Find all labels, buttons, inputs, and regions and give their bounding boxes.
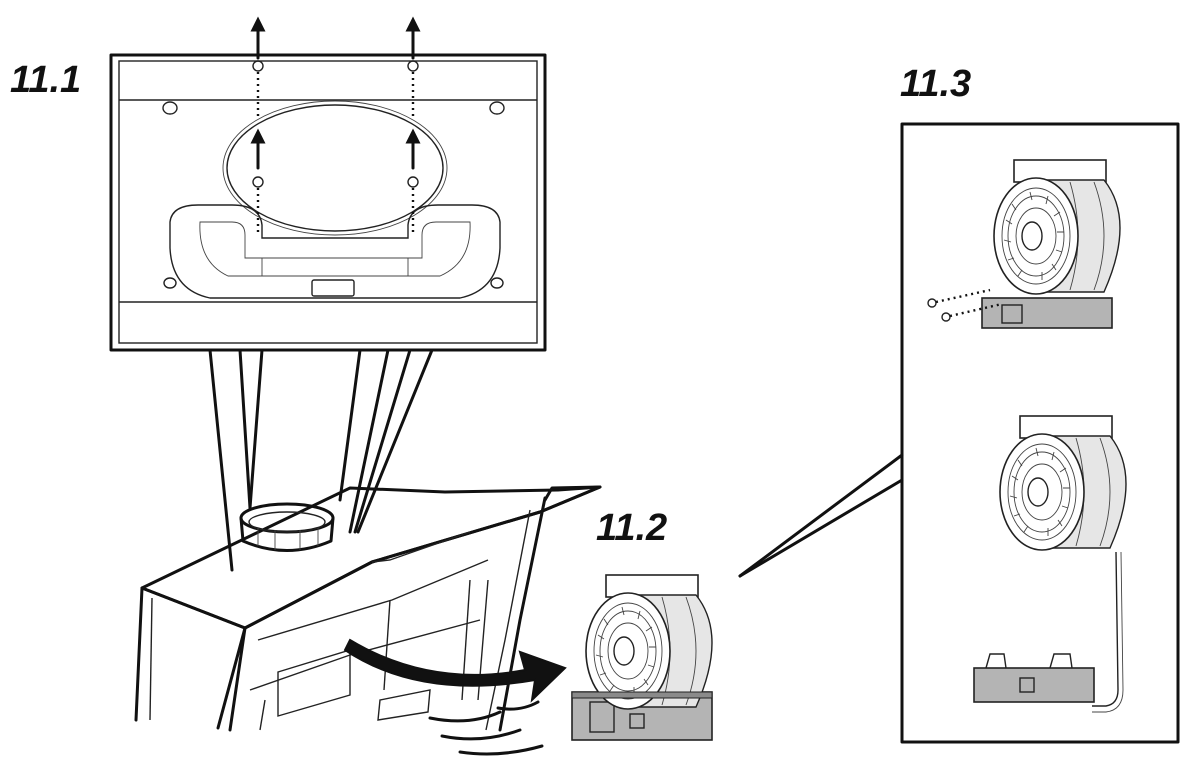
step-3-figure bbox=[738, 122, 1180, 744]
removal-arrow bbox=[343, 638, 567, 703]
screws bbox=[252, 60, 419, 232]
step-1-figure bbox=[109, 16, 547, 572]
step-label-11-3: 11.3 bbox=[900, 63, 971, 105]
fan-motor-11-2 bbox=[585, 574, 713, 710]
step-label-11-2: 11.2 bbox=[596, 507, 667, 549]
motor-cable bbox=[1092, 551, 1119, 707]
cooker-hood bbox=[134, 485, 602, 756]
motor-base-top bbox=[981, 297, 1113, 329]
callout-lines-1 bbox=[208, 348, 434, 572]
vent-opening bbox=[226, 104, 444, 232]
step-label-11-1: 11.1 bbox=[10, 59, 81, 101]
detail-frame bbox=[900, 122, 1180, 744]
cover-plate-frame bbox=[109, 53, 547, 352]
screw bbox=[927, 298, 937, 308]
connector-tab bbox=[311, 279, 355, 297]
fan-motor-11-3-top bbox=[993, 159, 1121, 295]
screw-removal-arrows bbox=[250, 16, 421, 170]
fan-motor-11-3-bottom bbox=[999, 415, 1127, 551]
motor-channel bbox=[169, 204, 501, 299]
step-2-figure bbox=[571, 574, 713, 741]
screw bbox=[941, 312, 951, 322]
